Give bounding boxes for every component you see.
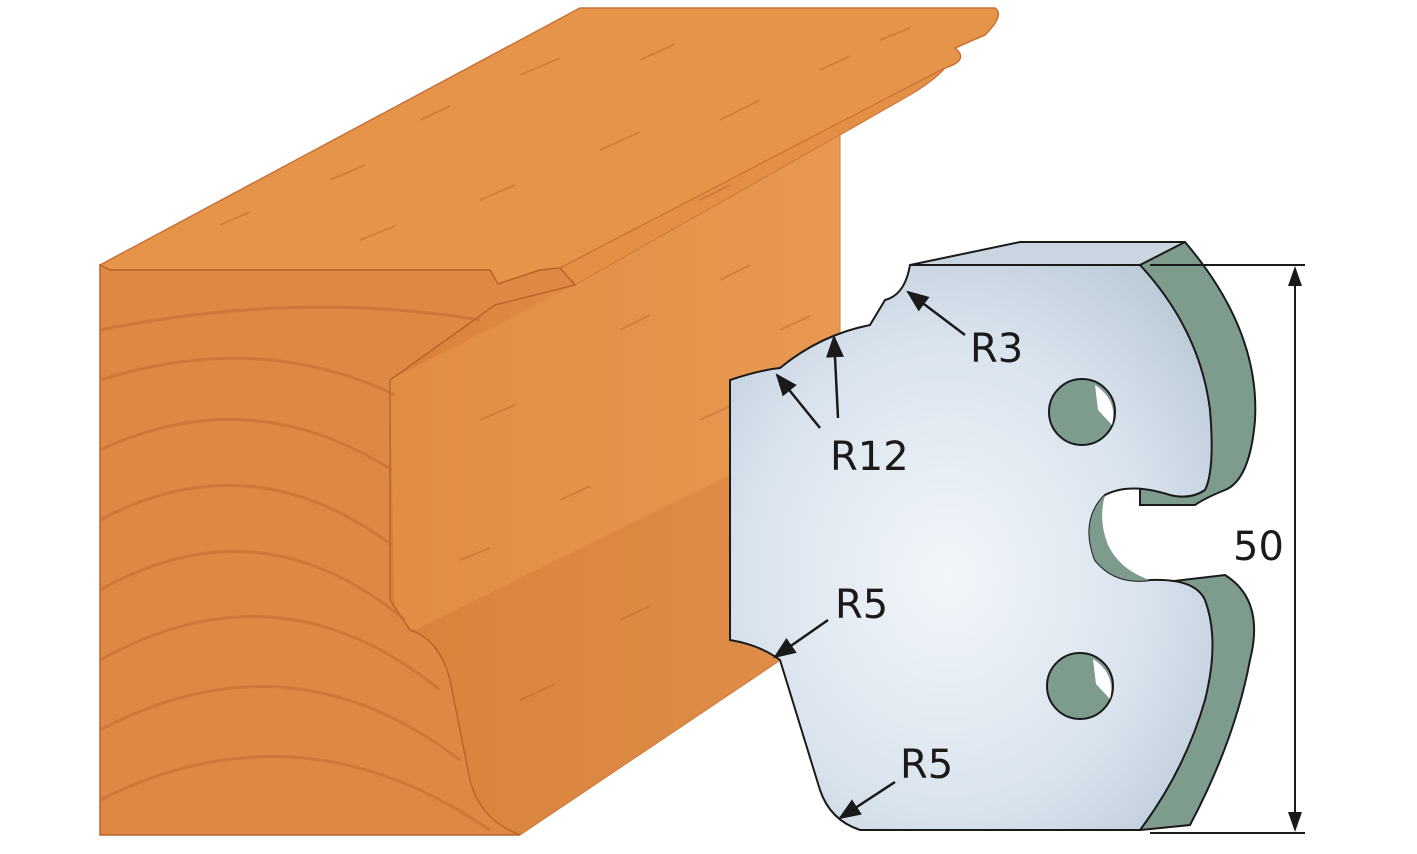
wood-grain-streaks xyxy=(219,27,911,701)
labels: R3 R12 R5 R5 50 xyxy=(830,326,1284,788)
r12-arrow-a xyxy=(775,373,821,429)
wood-moulding-strip xyxy=(559,67,946,286)
r5-upper-arrow xyxy=(773,618,829,659)
blade-notch-shadow xyxy=(1089,495,1150,581)
r12-arrow-b xyxy=(826,334,844,419)
label-r5-lower: R5 xyxy=(900,742,953,788)
wood-end-face xyxy=(99,263,577,836)
wood-rebate-lower xyxy=(395,420,840,835)
label-r3: R3 xyxy=(970,326,1023,372)
label-height: 50 xyxy=(1233,524,1284,570)
blade-hole-top xyxy=(1048,378,1116,446)
wood-top-face xyxy=(98,7,1000,285)
blade-top-bevel xyxy=(909,241,1186,266)
label-r5-upper: R5 xyxy=(835,582,888,628)
blade-hole-bottom xyxy=(1046,652,1114,720)
wood-rebate-shade xyxy=(390,135,840,640)
wood-growth-rings xyxy=(99,305,491,832)
height-dimension xyxy=(1150,264,1305,834)
radius-arrows xyxy=(773,290,966,820)
wood-moulding xyxy=(98,7,1000,836)
r3-arrow xyxy=(906,290,966,336)
profile-blade xyxy=(729,240,1257,832)
r5-lower-arrow xyxy=(838,780,896,820)
label-r12: R12 xyxy=(830,434,909,480)
